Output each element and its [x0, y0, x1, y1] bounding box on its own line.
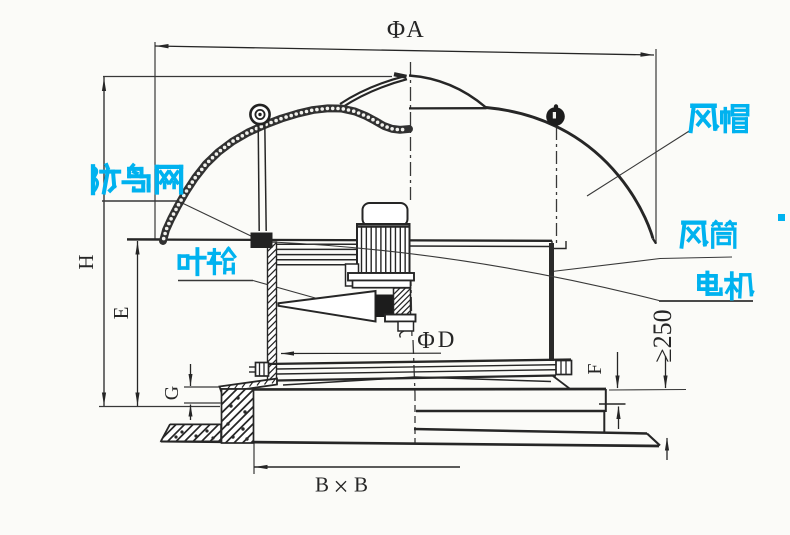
svg-text:B: B: [354, 473, 368, 497]
svg-text:≥250: ≥250: [648, 309, 677, 362]
svg-text:B: B: [315, 473, 329, 497]
svg-text:G: G: [161, 386, 183, 400]
svg-text:Φ: Φ: [417, 328, 435, 354]
svg-text:Φ: Φ: [387, 17, 405, 44]
svg-text:H: H: [74, 254, 98, 269]
svg-text:D: D: [438, 327, 455, 352]
svg-text:F: F: [584, 363, 606, 374]
svg-text:A: A: [406, 17, 424, 43]
svg-text:×: ×: [333, 472, 348, 502]
svg-text:E: E: [109, 307, 133, 320]
